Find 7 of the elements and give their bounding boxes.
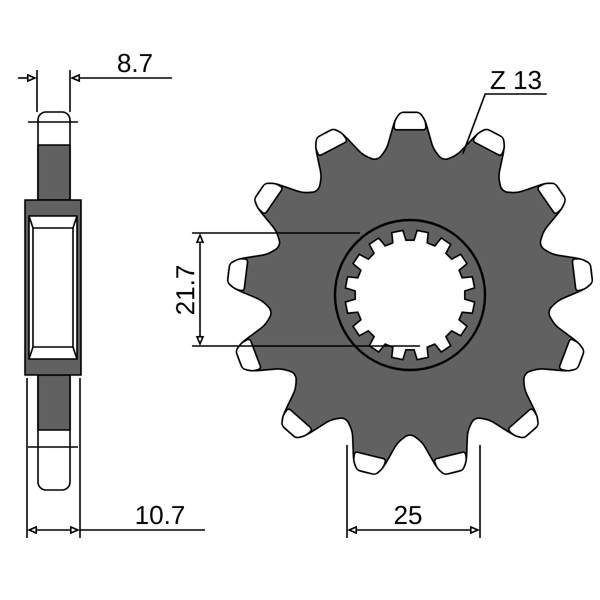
sprocket-drawing <box>226 112 594 475</box>
dimension-label: 8.7 <box>118 54 152 72</box>
dimension-label: 10.7 <box>136 506 184 524</box>
dimension-label: 25 <box>394 506 422 524</box>
dimension-label: 21.7 <box>176 266 194 314</box>
callout-label: Z 13 <box>490 70 541 90</box>
leader-line <box>462 93 547 154</box>
